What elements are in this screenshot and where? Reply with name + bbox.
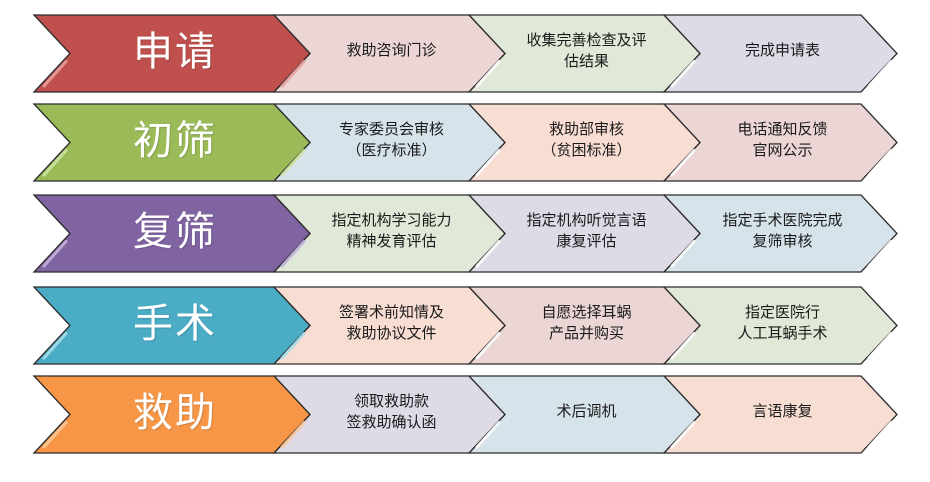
highlight-decoration xyxy=(42,332,68,360)
stage-label: 复筛 xyxy=(133,208,217,255)
highlight-decoration xyxy=(42,421,68,449)
step-text: 签署术前知情及救助协议文件 xyxy=(307,302,477,344)
highlight-decoration xyxy=(280,421,306,449)
highlight-decoration xyxy=(42,60,68,88)
highlight-decoration xyxy=(867,240,893,268)
step-text-line: 签署术前知情及 xyxy=(338,302,444,321)
stage-label: 救助 xyxy=(133,389,217,436)
highlight-decoration xyxy=(670,60,696,88)
step-text-line: 指定手术医院完成 xyxy=(722,210,843,229)
step-text-line: 完成申请表 xyxy=(744,41,820,59)
highlight-decoration xyxy=(42,240,68,268)
step-text: 领取救助款签救助确认函 xyxy=(307,391,477,433)
step-text-line: 收集完善检查及评 xyxy=(526,30,647,49)
step-text: 收集完善检查及评估结果 xyxy=(502,30,672,72)
step-text-line: 专家委员会审核 xyxy=(338,119,444,138)
step-text-line: 术后调机 xyxy=(556,402,617,420)
step-text-line: 救助部审核 xyxy=(548,119,624,138)
highlight-decoration xyxy=(280,240,306,268)
stage-chevron xyxy=(32,103,311,182)
step-text-line: （医疗标准） xyxy=(346,140,437,159)
step-text-line: 救助协议文件 xyxy=(346,323,437,342)
step-text-line: 复筛审核 xyxy=(752,231,813,250)
highlight-decoration xyxy=(42,149,68,177)
stage-label: 初筛 xyxy=(133,117,217,164)
step-text: 指定机构学习能力精神发育评估 xyxy=(307,210,477,252)
step-text-line: 指定医院行 xyxy=(744,302,820,321)
step-text-line: 康复评估 xyxy=(556,231,617,250)
step-text-line: 产品并购买 xyxy=(548,323,624,342)
step-text-line: 人工耳蜗手术 xyxy=(737,323,828,342)
highlight-decoration xyxy=(670,332,696,360)
step-text-line: （贫困标准） xyxy=(541,140,632,159)
step-text-line: 电话通知反馈 xyxy=(737,119,828,138)
step-text-line: 领取救助款 xyxy=(353,391,429,410)
highlight-decoration xyxy=(280,60,306,88)
step-text: 救助部审核 （贫困标准） xyxy=(502,119,672,161)
highlight-decoration xyxy=(670,421,696,449)
highlight-decoration xyxy=(475,332,501,360)
highlight-decoration xyxy=(867,421,893,449)
step-text: 救助咨询门诊 xyxy=(307,40,477,61)
step-text-line: 自愿选择耳蜗 xyxy=(541,302,632,321)
step-text-line: 言语康复 xyxy=(752,402,813,420)
step-text-line: 官网公示 xyxy=(752,140,813,159)
highlight-decoration xyxy=(867,332,893,360)
step-text-line: 指定机构听觉言语 xyxy=(526,210,647,229)
stage-chevron xyxy=(32,375,311,454)
stage-chevron xyxy=(32,14,311,93)
highlight-decoration xyxy=(475,421,501,449)
step-text-line: 救助咨询门诊 xyxy=(346,41,437,59)
step-text: 术后调机 xyxy=(502,401,672,422)
highlight-decoration xyxy=(867,60,893,88)
stage-label: 手术 xyxy=(133,300,217,347)
stage-label: 申请 xyxy=(133,28,217,75)
highlight-decoration xyxy=(280,149,306,177)
highlight-decoration xyxy=(670,240,696,268)
stage-chevron xyxy=(32,286,311,365)
highlight-decoration xyxy=(475,60,501,88)
step-text: 电话通知反馈官网公示 xyxy=(698,119,868,161)
stage-chevron xyxy=(32,194,311,273)
step-text: 自愿选择耳蜗产品并购买 xyxy=(502,302,672,344)
step-text: 言语康复 xyxy=(698,401,868,422)
highlight-decoration xyxy=(475,149,501,177)
highlight-decoration xyxy=(670,149,696,177)
step-text: 完成申请表 xyxy=(698,40,868,61)
step-text-line: 精神发育评估 xyxy=(346,231,437,250)
highlight-decoration xyxy=(475,240,501,268)
step-text: 指定医院行人工耳蜗手术 xyxy=(698,302,868,344)
highlight-decoration xyxy=(280,332,306,360)
step-text-line: 估结果 xyxy=(563,51,609,70)
step-text-line: 指定机构学习能力 xyxy=(331,210,452,229)
highlight-decoration xyxy=(867,149,893,177)
step-text: 专家委员会审核 （医疗标准） xyxy=(307,119,477,161)
step-text: 指定机构听觉言语康复评估 xyxy=(502,210,672,252)
step-text-line: 签救助确认函 xyxy=(346,412,437,431)
step-text: 指定手术医院完成复筛审核 xyxy=(698,210,868,252)
